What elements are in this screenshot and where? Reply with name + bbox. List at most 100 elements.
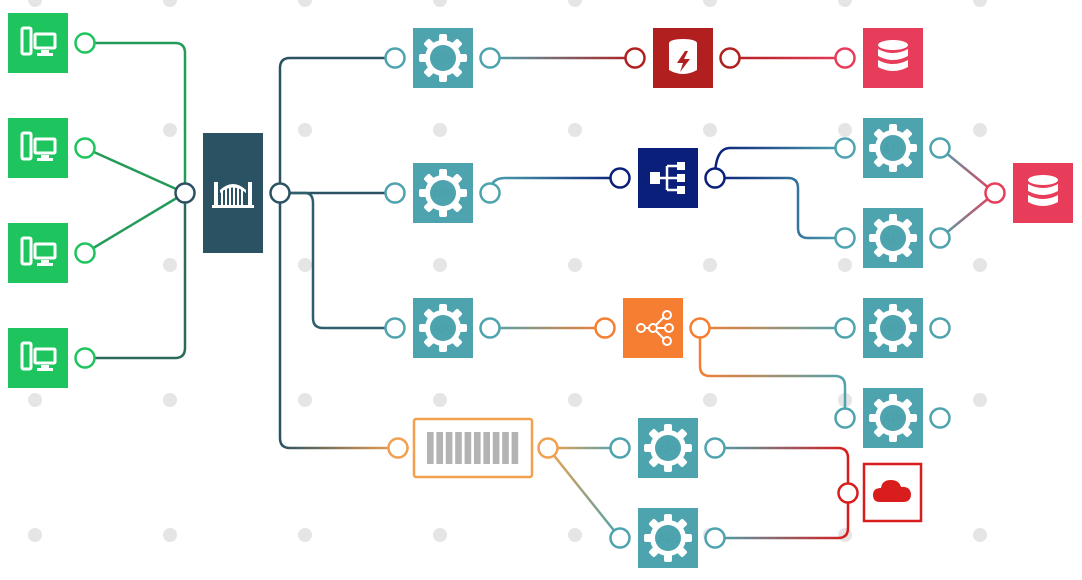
client-node-3[interactable] [8, 223, 68, 283]
connector-client-2-gateway [84, 146, 186, 195]
connector-loadbalancer-api-a [713, 146, 845, 179]
connection-port[interactable] [834, 317, 856, 339]
connection-port[interactable] [704, 167, 726, 189]
dot-grid-background [28, 0, 987, 542]
grid-dot [298, 258, 312, 272]
api-label: API [883, 411, 904, 426]
client-node-1[interactable] [8, 13, 68, 73]
queue-bar [455, 432, 462, 464]
grid-dot [568, 258, 582, 272]
database-node-1[interactable] [863, 28, 923, 88]
grid-dot [973, 393, 987, 407]
connection-port[interactable] [689, 317, 711, 339]
connection-port[interactable] [384, 47, 406, 69]
connection-port[interactable] [74, 32, 96, 54]
grid-dot [163, 123, 177, 137]
connector-api-loadbalancer [488, 176, 620, 194]
api-node-6[interactable]: API [863, 298, 923, 358]
client-node-4[interactable] [8, 328, 68, 388]
grid-dot [433, 258, 447, 272]
grid-dot [973, 123, 987, 137]
gate-icon [212, 182, 254, 208]
connection-port[interactable] [74, 347, 96, 369]
connection-port[interactable] [929, 317, 951, 339]
gateway-node[interactable] [203, 133, 263, 253]
api-label: API [883, 141, 904, 156]
connection-port[interactable] [834, 47, 856, 69]
connector-client-4-gateway [85, 191, 187, 360]
connection-port[interactable] [929, 407, 951, 429]
api-node-9[interactable]: API [638, 508, 698, 568]
connection-port[interactable] [479, 317, 501, 339]
connector-gateway-api-1 [278, 56, 395, 193]
connection-port[interactable] [74, 242, 96, 264]
connection-port[interactable] [609, 167, 631, 189]
connector-client-3-gateway [84, 191, 186, 255]
connection-port[interactable] [384, 182, 406, 204]
client-node-2[interactable] [8, 118, 68, 178]
connection-port[interactable] [704, 437, 726, 459]
connection-port[interactable] [834, 137, 856, 159]
connection-port[interactable] [387, 437, 409, 459]
api-node-3[interactable]: API [413, 298, 473, 358]
api-node-7[interactable]: API [863, 388, 923, 448]
grid-dot [433, 393, 447, 407]
grid-dot [28, 0, 42, 7]
connection-port[interactable] [834, 227, 856, 249]
grid-dot [298, 123, 312, 137]
grid-dot [298, 528, 312, 542]
connection-port[interactable] [834, 407, 856, 429]
connector-api-a-cloud [715, 446, 850, 493]
api-label: API [433, 321, 454, 336]
grid-dot [28, 393, 42, 407]
api-node-5[interactable]: API [863, 208, 923, 268]
connection-port[interactable] [929, 137, 951, 159]
grid-dot [703, 258, 717, 272]
connection-port[interactable] [74, 137, 96, 159]
api-node-8[interactable]: API [638, 418, 698, 478]
connection-port[interactable] [594, 317, 616, 339]
connector-gateway-queue [278, 193, 398, 450]
api-node-2[interactable]: API [413, 163, 473, 223]
cache-node[interactable] [653, 28, 713, 88]
grid-dot [838, 123, 852, 137]
connection-port[interactable] [704, 527, 726, 549]
connection-port[interactable] [624, 47, 646, 69]
queue-bar [474, 432, 481, 464]
connector-api-b-cloud [715, 493, 850, 540]
grid-dot [703, 0, 717, 7]
connection-port[interactable] [537, 437, 559, 459]
grid-dot [703, 123, 717, 137]
grid-dot [568, 123, 582, 137]
api-node-4[interactable]: API [863, 118, 923, 178]
connection-port[interactable] [269, 182, 291, 204]
grid-dot [973, 258, 987, 272]
connection-port[interactable] [929, 227, 951, 249]
message-queue-node[interactable] [412, 417, 534, 479]
connection-port[interactable] [609, 437, 631, 459]
connection-port[interactable] [719, 47, 741, 69]
grid-dot [163, 0, 177, 7]
load-balancer-node[interactable] [638, 148, 698, 208]
grid-dot [838, 0, 852, 7]
connection-port[interactable] [609, 527, 631, 549]
connection-port[interactable] [174, 182, 196, 204]
cloud-node[interactable] [862, 462, 923, 523]
grid-dot [433, 528, 447, 542]
connection-port[interactable] [984, 182, 1006, 204]
database-node-2[interactable] [1013, 163, 1073, 223]
api-label: API [658, 441, 679, 456]
connection-port[interactable] [384, 317, 406, 339]
queue-bar [427, 432, 434, 464]
connector-api-a-database [939, 147, 996, 194]
pubsub-node[interactable] [623, 298, 683, 358]
connection-port[interactable] [837, 482, 859, 504]
database-cylinder-icon [1028, 175, 1058, 206]
network-split-icon [650, 162, 685, 194]
grid-dot [163, 258, 177, 272]
grid-dot [298, 0, 312, 7]
api-node-1[interactable]: API [413, 28, 473, 88]
connection-port[interactable] [479, 182, 501, 204]
connection-port[interactable] [479, 47, 501, 69]
